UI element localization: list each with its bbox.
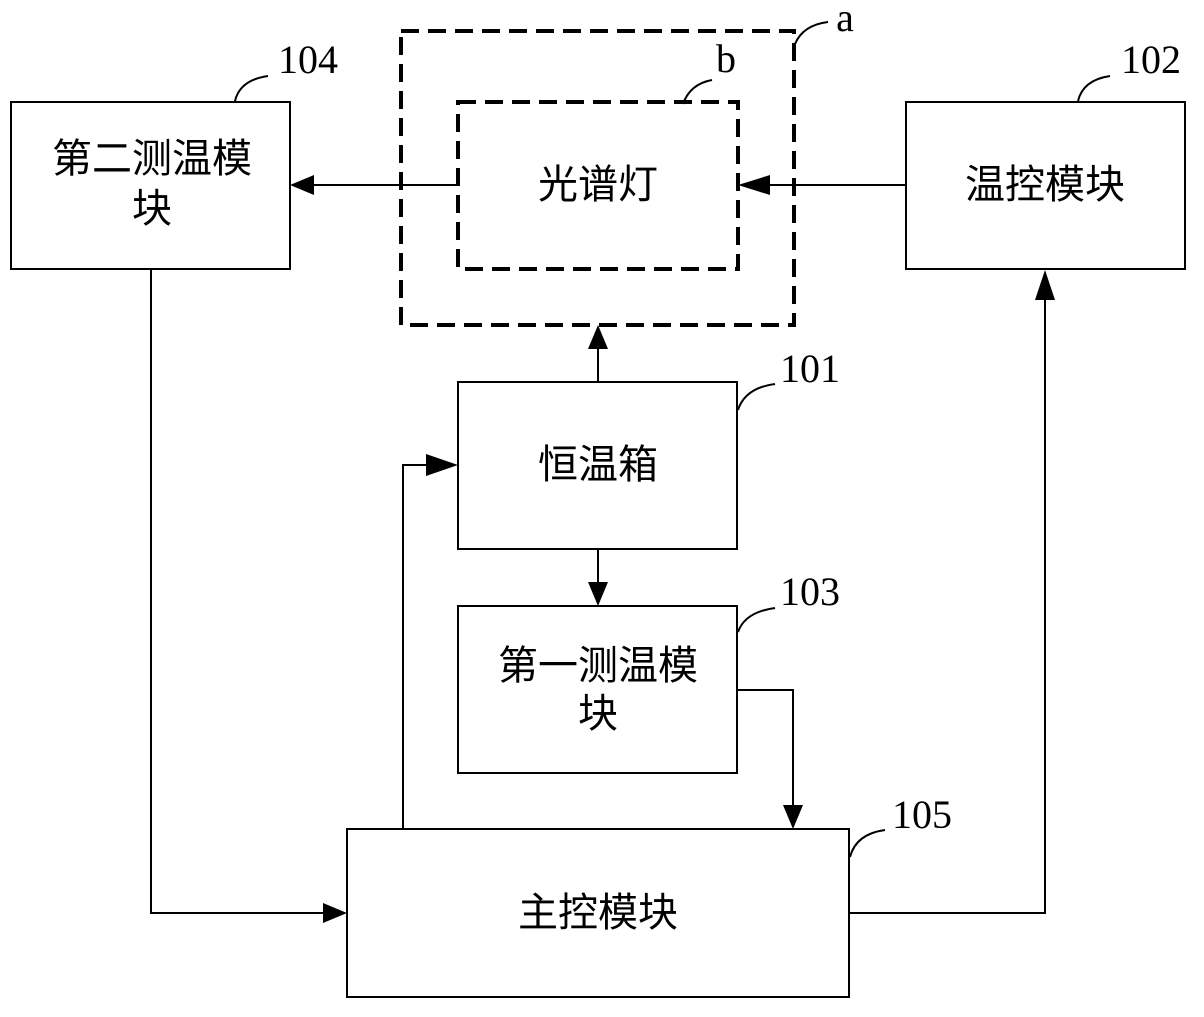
leader-102 bbox=[1078, 76, 1110, 101]
arrowhead-to-lamp bbox=[738, 175, 770, 195]
ref-104: 104 bbox=[278, 37, 338, 82]
main-control-label: 主控模块 bbox=[518, 890, 678, 936]
ref-105: 105 bbox=[892, 792, 952, 837]
ref-101: 101 bbox=[780, 346, 840, 391]
tag-b: b bbox=[716, 36, 736, 81]
connector-main-to-incubator bbox=[403, 465, 428, 829]
leader-104 bbox=[235, 76, 268, 101]
second-temp-label-line1: 第二测温模 bbox=[52, 136, 252, 182]
ref-102: 102 bbox=[1121, 37, 1181, 82]
tag-a: a bbox=[836, 0, 854, 40]
second-temp-label-line2: 块 bbox=[132, 186, 172, 232]
spectral-lamp-label: 光谱灯 bbox=[538, 162, 658, 208]
arrowhead-to-main-from-first-temp bbox=[783, 805, 803, 829]
arrowhead-to-incubator bbox=[426, 454, 458, 476]
leader-103 bbox=[738, 608, 775, 632]
arrowhead-to-temp-control bbox=[1035, 270, 1055, 300]
arrowhead-to-second-temp bbox=[290, 175, 314, 195]
connector-first-temp-to-main bbox=[737, 690, 793, 808]
incubator-label: 恒温箱 bbox=[538, 442, 658, 488]
arrowhead-to-region bbox=[588, 325, 608, 349]
arrowhead-to-main-from-second-temp bbox=[323, 903, 347, 923]
leader-105 bbox=[850, 830, 885, 857]
leader-101 bbox=[738, 384, 775, 410]
connector-second-temp-to-main bbox=[151, 269, 324, 913]
ref-103: 103 bbox=[780, 569, 840, 614]
arrowhead-to-first-temp bbox=[588, 582, 608, 606]
first-temp-label-line1: 第一测温模 bbox=[498, 643, 698, 689]
leader-a bbox=[795, 22, 828, 44]
temp-control-label: 温控模块 bbox=[965, 162, 1125, 208]
first-temp-label-line2: 块 bbox=[578, 691, 618, 737]
first-temp-module-box bbox=[458, 606, 737, 773]
